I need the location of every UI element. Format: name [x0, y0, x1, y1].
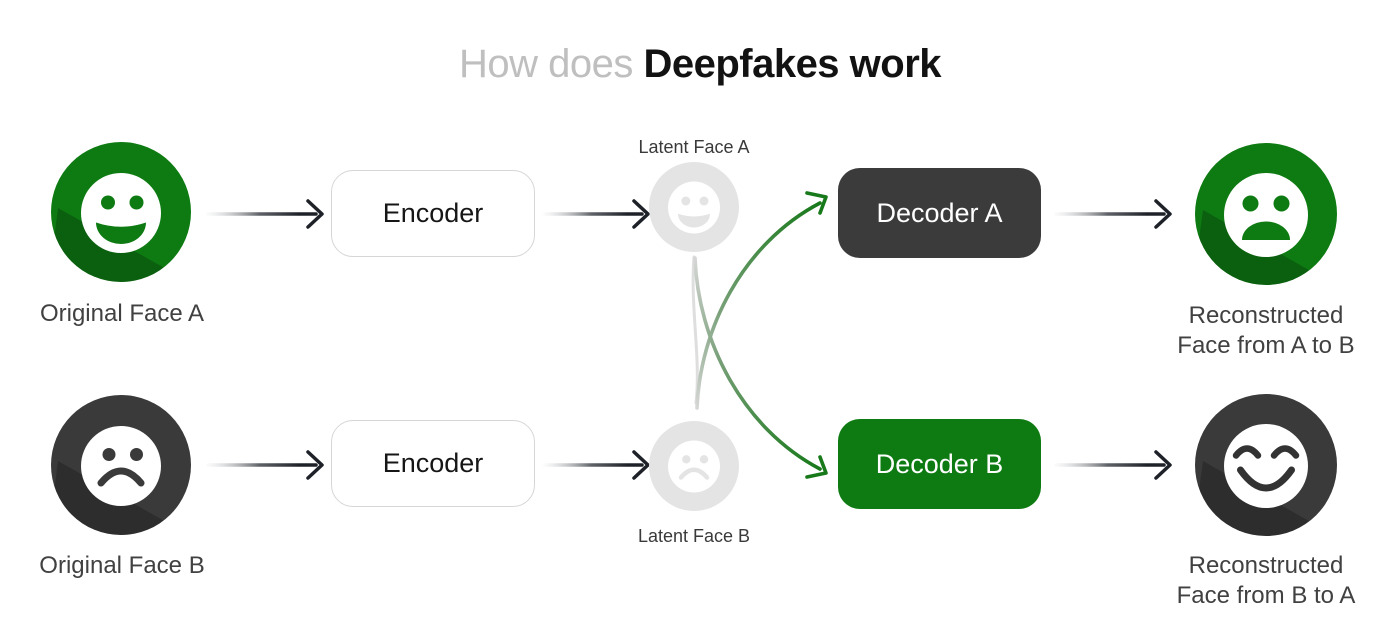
recon-face-ba-label: Reconstructed Face from B to A	[1146, 551, 1386, 611]
recon-face-ba-label-line2: Face from B to A	[1176, 582, 1356, 609]
latent-faces-connector-line	[691, 255, 699, 405]
arrow-decoder-a-to-recon-ab	[1054, 199, 1172, 229]
happy-face-green-icon	[51, 142, 191, 282]
encoder-top-box: Encoder	[331, 170, 535, 257]
latent-sad-face-icon	[649, 421, 739, 511]
recon-face-ab-label-line2: Face from A to B	[1177, 332, 1355, 359]
original-face-b-label: Original Face B	[39, 552, 205, 579]
encoder-bottom-box: Encoder	[331, 420, 535, 507]
original-face-a-label: Original Face A	[39, 300, 205, 327]
title-muted-part: How does	[458, 42, 644, 86]
arrow-original-a-to-encoder	[206, 199, 324, 229]
title-strong-part: Deepfakes work	[643, 42, 942, 86]
recon-face-ab-label: Reconstructed Face from A to B	[1146, 301, 1386, 361]
sad-face-dark-icon	[51, 395, 191, 535]
recon-face-ba-label-line1: Reconstructed	[1188, 552, 1344, 579]
latent-face-a-label: Latent Face A	[638, 137, 750, 157]
latent-face-b-label: Latent Face B	[637, 526, 751, 546]
arrow-original-b-to-encoder	[206, 450, 324, 480]
decoder-b-box: Decoder B	[838, 419, 1041, 509]
decoder-a-box: Decoder A	[838, 168, 1041, 258]
arrow-decoder-b-to-recon-ba	[1054, 450, 1172, 480]
smiling-face-dark-icon	[1195, 394, 1337, 536]
latent-happy-face-icon	[649, 162, 739, 252]
recon-face-ab-label-line1: Reconstructed	[1188, 302, 1344, 329]
dismayed-face-green-icon	[1195, 143, 1337, 285]
arrow-encoder-to-latent-a	[543, 199, 650, 229]
page-title: How does Deepfakes work	[0, 40, 1400, 88]
arrow-encoder-to-latent-b	[543, 450, 650, 480]
